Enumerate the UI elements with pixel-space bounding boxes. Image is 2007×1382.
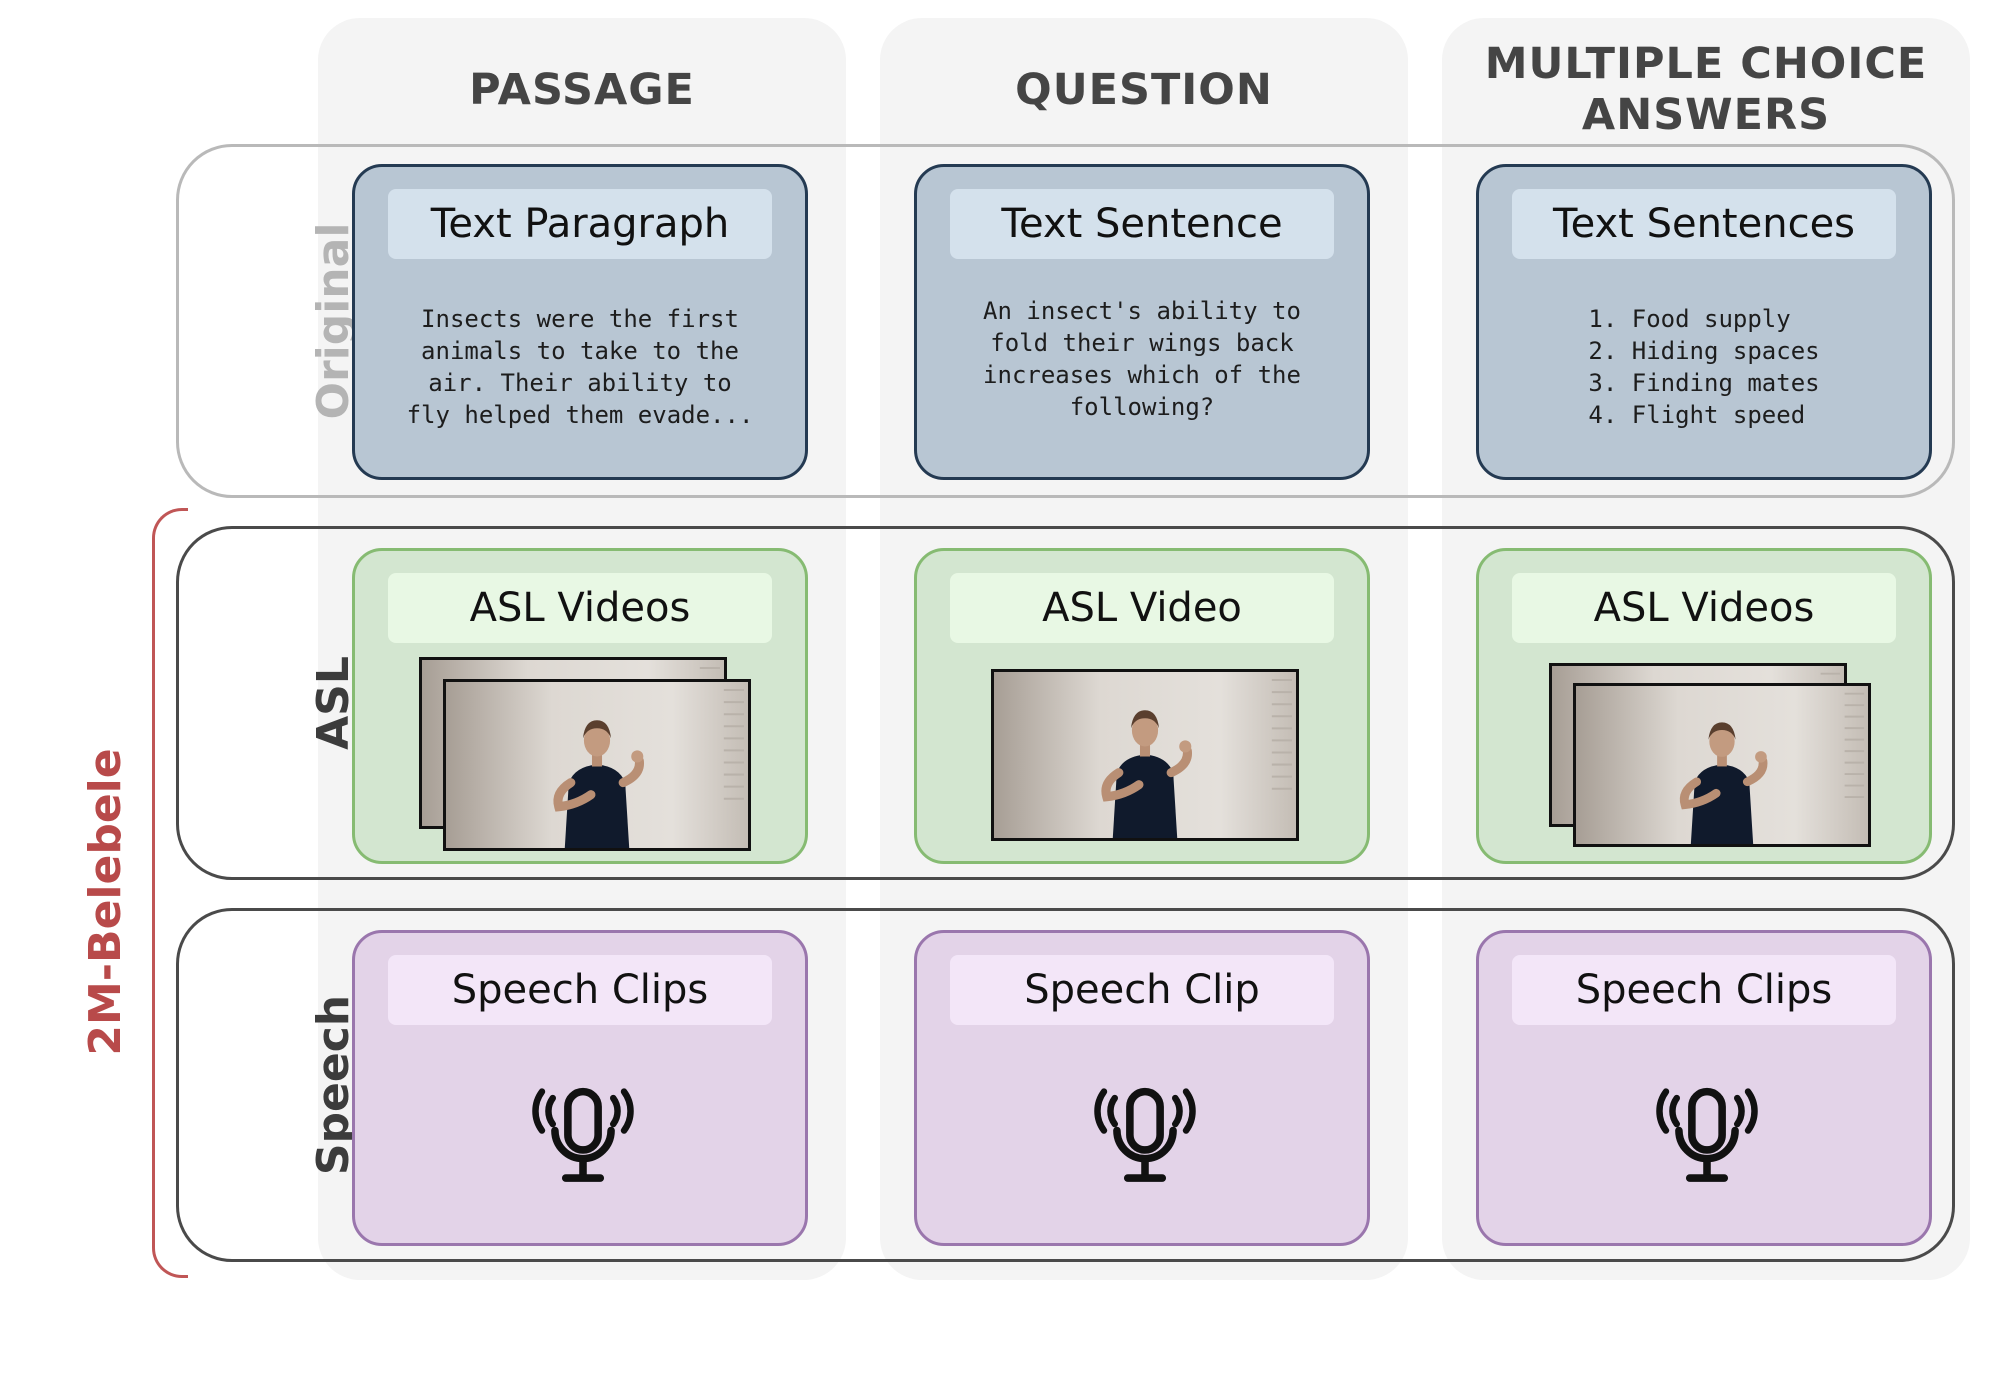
cell-title: ASL Videos [1512,573,1896,643]
answer-option: 2. Hiding spaces [1588,337,1820,365]
cell-original-passage: Text Paragraph Insects were the first an… [352,164,808,480]
video-thumbnail [443,679,751,851]
cell-asl-passage: ASL Videos [352,548,808,864]
question-text: An insect's ability to fold their wings … [983,297,1301,421]
passage-text: Insects were the first animals to take t… [406,305,754,429]
row-frame-speech [176,908,1955,1262]
cell-speech-passage: Speech Clips [352,930,808,1246]
microphone-icon [1656,1087,1758,1182]
video-thumbnail [1573,683,1871,847]
row-frame-asl [176,526,1955,880]
column-header-answers: MULTIPLE CHOICE ANSWERS [1484,39,1928,140]
cell-title: Speech Clip [950,955,1334,1025]
column-header-passage: PASSAGE [469,64,695,115]
answer-option: 1. Food supply [1588,305,1791,333]
cell-title: Text Sentence [950,189,1334,259]
answer-option: 4. Flight speed [1588,401,1806,429]
cell-title: Text Paragraph [388,189,772,259]
cell-asl-question: ASL Video [914,548,1370,864]
microphone-icon [1094,1087,1196,1182]
cell-speech-answers: Speech Clips [1476,930,1932,1246]
cell-original-question: Text Sentence An insect's ability to fol… [914,164,1370,480]
cell-speech-question: Speech Clip [914,930,1370,1246]
group-bracket [152,508,188,1278]
cell-title: ASL Video [950,573,1334,643]
cell-title: Speech Clips [1512,955,1896,1025]
cell-asl-answers: ASL Videos [1476,548,1932,864]
video-thumbnail [991,669,1299,841]
row-frame-original [176,144,1955,498]
cell-title: ASL Videos [388,573,772,643]
cell-title: Speech Clips [388,955,772,1025]
group-label: 2M-Belebele [79,748,131,1056]
answer-list: 1. Food supply 2. Hiding spaces 3. Findi… [1497,271,1911,463]
cell-original-answers: Text Sentences 1. Food supply 2. Hiding … [1476,164,1932,480]
cell-title: Text Sentences [1512,189,1896,259]
answer-option: 3. Finding mates [1588,369,1820,397]
column-header-question: QUESTION [1015,64,1273,115]
microphone-icon [532,1087,634,1182]
